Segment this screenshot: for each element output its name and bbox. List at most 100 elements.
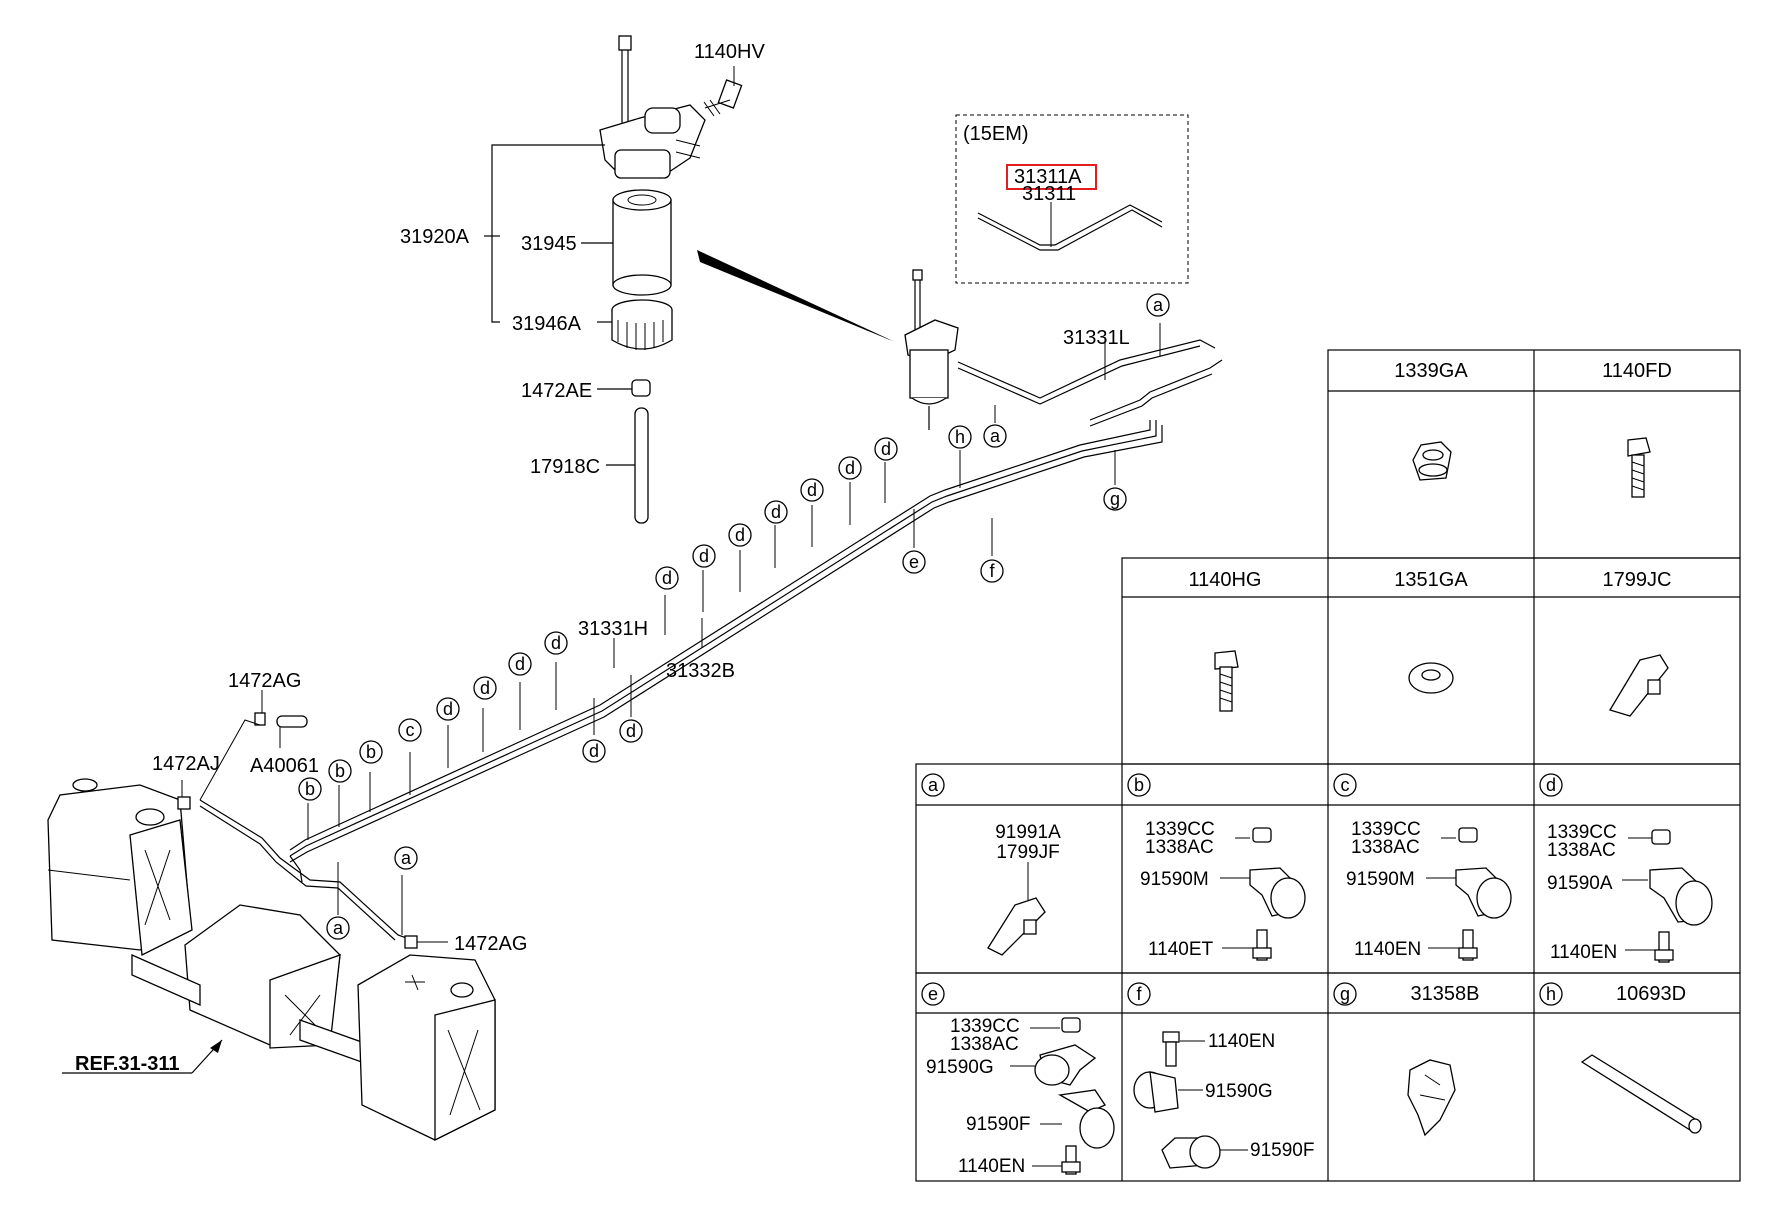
label-a40061[interactable]: A40061 bbox=[250, 755, 319, 777]
label-31331l[interactable]: 31331L bbox=[1063, 327, 1130, 349]
cell-a[interactable]: a 91991A 1799JF bbox=[921, 773, 1061, 956]
ref-label[interactable]: REF.31-311 bbox=[75, 1053, 180, 1075]
svg-text:d: d bbox=[699, 546, 709, 566]
label-31946a[interactable]: 31946A bbox=[512, 313, 582, 335]
cell-1140fd[interactable]: 1140FD bbox=[1602, 360, 1672, 498]
callout-e[interactable]: e bbox=[902, 550, 926, 574]
callout-d-10[interactable]: d bbox=[764, 500, 788, 524]
callout-d-6[interactable]: d bbox=[619, 719, 643, 743]
label-31311[interactable]: 31311 bbox=[1022, 183, 1076, 205]
callout-d-13[interactable]: d bbox=[874, 437, 898, 461]
callout-d-3[interactable]: d bbox=[508, 652, 532, 676]
label-31945[interactable]: 31945 bbox=[521, 233, 577, 255]
bolt-icon bbox=[1252, 929, 1272, 961]
svg-text:d: d bbox=[480, 678, 490, 698]
nut-icon bbox=[1412, 441, 1452, 481]
callout-d-7[interactable]: d bbox=[655, 566, 679, 590]
callout-b-3[interactable]: b bbox=[359, 740, 383, 764]
clamp-icon bbox=[1133, 1071, 1179, 1113]
svg-text:b: b bbox=[305, 779, 315, 799]
label-17918c[interactable]: 17918C bbox=[530, 456, 600, 478]
callout-b-1[interactable]: b bbox=[298, 777, 322, 801]
filter-bowl-icon bbox=[611, 299, 673, 350]
bolt-1140hv-icon bbox=[703, 79, 743, 117]
cell-d[interactable]: d 1339CC 1338AC 91590A 1140EN bbox=[1539, 773, 1713, 963]
cell-b[interactable]: b 1339CC 1338AC 91590M 1140ET bbox=[1127, 773, 1306, 961]
callout-c[interactable]: c bbox=[398, 718, 422, 742]
callout-g[interactable]: g bbox=[1103, 487, 1127, 511]
cell-c[interactable]: c 1339CC 1338AC 91590M 1140EN bbox=[1333, 773, 1512, 961]
callout-d-4[interactable]: d bbox=[544, 631, 568, 655]
callout-a-4[interactable]: a bbox=[394, 846, 418, 870]
svg-text:g: g bbox=[1340, 984, 1350, 1004]
cell-1339ga[interactable]: 1339GA bbox=[1394, 360, 1468, 481]
svg-text:f: f bbox=[989, 561, 995, 581]
svg-text:a: a bbox=[333, 918, 344, 938]
cell-1351ga[interactable]: 1351GA bbox=[1394, 569, 1468, 694]
cell-1799jc-code: 1799JC bbox=[1603, 569, 1672, 591]
part-1339cc: 1339CC bbox=[1547, 822, 1617, 843]
svg-text:g: g bbox=[1110, 489, 1120, 509]
hose-icon bbox=[1580, 1054, 1702, 1134]
callout-d-12[interactable]: d bbox=[838, 456, 862, 480]
label-1140hv[interactable]: 1140HV bbox=[694, 41, 765, 63]
callout-f[interactable]: f bbox=[980, 559, 1004, 583]
cell-f[interactable]: f 1140EN 91590G 91590F bbox=[1127, 982, 1314, 1169]
callout-d-2[interactable]: d bbox=[473, 676, 497, 700]
cable-tie-icon bbox=[987, 897, 1046, 956]
clamp-icon bbox=[1249, 867, 1306, 919]
letter-a: a bbox=[921, 773, 945, 797]
nut-icon bbox=[1458, 827, 1478, 843]
label-1472ae[interactable]: 1472AE bbox=[521, 380, 592, 402]
callout-leaders bbox=[307, 405, 1116, 935]
label-1472ag-bottom[interactable]: 1472AG bbox=[454, 933, 527, 955]
letter-h: h bbox=[1539, 982, 1563, 1006]
filter-cartridge-icon bbox=[612, 189, 672, 296]
cell-e[interactable]: e 1339CC 1338AC 91590G 91590F 1140EN bbox=[921, 982, 1115, 1177]
nut-icon bbox=[1061, 1017, 1081, 1033]
cell-h[interactable]: h 10693D bbox=[1539, 982, 1702, 1134]
callout-d-1[interactable]: d bbox=[436, 697, 460, 721]
svg-text:c: c bbox=[406, 720, 415, 740]
part-1140en: 1140EN bbox=[1550, 942, 1617, 963]
callout-a-3[interactable]: a bbox=[326, 916, 350, 940]
ref-arrow bbox=[62, 1039, 223, 1074]
option-15em-box bbox=[955, 114, 1189, 284]
callout-b-2[interactable]: b bbox=[328, 759, 352, 783]
label-31311a[interactable]: 31311A bbox=[1014, 166, 1082, 188]
clamp-icon bbox=[1058, 1089, 1115, 1149]
callout-d-8[interactable]: d bbox=[692, 544, 716, 568]
callout-a-2[interactable]: a bbox=[983, 424, 1007, 448]
svg-text:h: h bbox=[955, 427, 965, 447]
callout-h[interactable]: h bbox=[948, 425, 972, 449]
callout-d-9[interactable]: d bbox=[728, 523, 752, 547]
bolt-icon bbox=[1654, 931, 1674, 963]
svg-text:h: h bbox=[1546, 984, 1556, 1004]
svg-text:a: a bbox=[990, 426, 1001, 446]
part-1140et: 1140ET bbox=[1148, 939, 1214, 960]
clamp-1472ag-top-icon bbox=[254, 712, 266, 726]
cell-1140hg-code: 1140HG bbox=[1188, 569, 1261, 591]
cell-g[interactable]: g 31358B bbox=[1333, 982, 1479, 1137]
cell-1799jc[interactable]: 1799JC bbox=[1603, 569, 1672, 717]
label-1472ag-top[interactable]: 1472AG bbox=[228, 670, 301, 692]
label-31332b[interactable]: 31332B bbox=[666, 660, 735, 682]
highlight-31311a bbox=[1006, 164, 1097, 190]
bolt-icon bbox=[1162, 1031, 1180, 1067]
pointer-arrow-icon bbox=[697, 250, 895, 342]
callout-d-5[interactable]: d bbox=[582, 739, 606, 763]
label-1472aj[interactable]: 1472AJ bbox=[152, 753, 220, 775]
label-31331h[interactable]: 31331H bbox=[578, 618, 648, 640]
letter-c: c bbox=[1333, 773, 1357, 797]
svg-text:d: d bbox=[807, 480, 817, 500]
callout-a-1[interactable]: a bbox=[1146, 293, 1170, 317]
part-1140en: 1140EN bbox=[1208, 1031, 1275, 1052]
bolt-icon bbox=[1214, 650, 1239, 712]
cell-1140hg[interactable]: 1140HG bbox=[1188, 569, 1262, 712]
callout-d-11[interactable]: d bbox=[800, 478, 824, 502]
svg-text:f: f bbox=[1136, 984, 1142, 1004]
cell-1339ga-code: 1339GA bbox=[1394, 360, 1468, 382]
label-31920a[interactable]: 31920A bbox=[400, 226, 470, 248]
part-91590f: 91590F bbox=[966, 1114, 1030, 1135]
svg-text:b: b bbox=[366, 742, 376, 762]
